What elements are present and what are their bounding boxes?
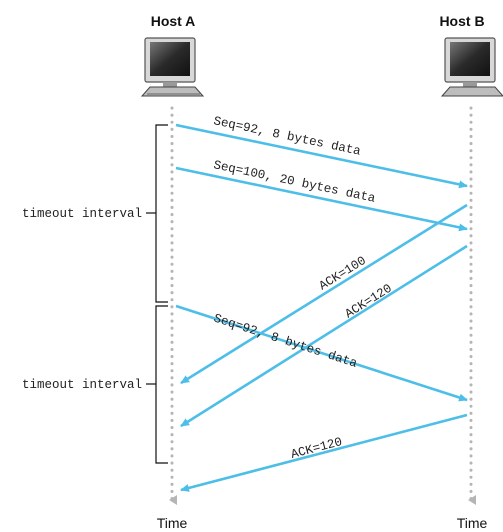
timeout-bracket-2 [155,305,168,464]
message-arrow [180,413,468,492]
message-label: ACK=100 [317,254,369,294]
message-arrow [180,203,468,385]
timeout-interval-label: timeout interval [22,378,142,392]
message-label: ACK=120 [289,435,343,462]
message-arrow [175,304,468,402]
timeout-bracket-1 [155,124,168,303]
time-label-a: Time [157,515,188,531]
computer-icon [440,37,503,97]
message-arrow [175,166,468,232]
message-arrow [175,123,468,189]
message-label: Seq=92, 8 bytes data [212,311,360,371]
host-a-label: Host A [151,13,196,29]
message-arrow [180,244,468,428]
message-label: ACK=120 [343,282,395,322]
computer-icon [140,37,205,97]
timeout-interval-label: timeout interval [22,207,142,221]
time-label-b: Time [457,515,488,531]
host-b-label: Host B [439,13,484,29]
